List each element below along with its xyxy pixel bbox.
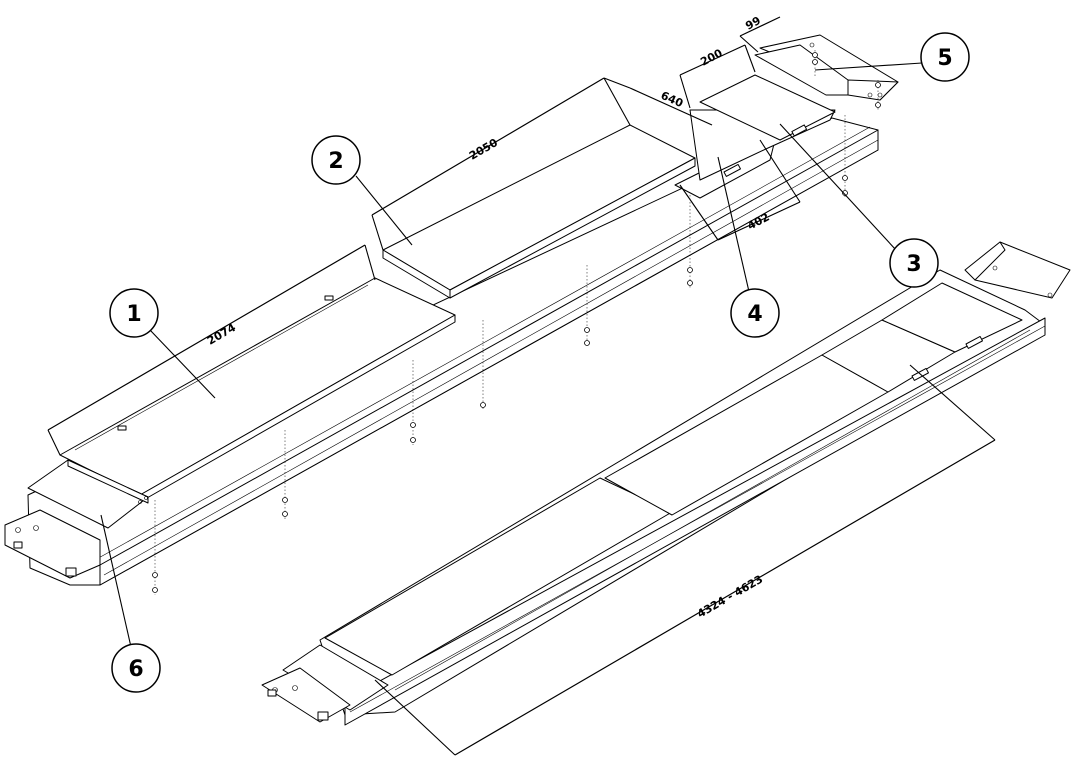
dim-4324-4623: 4324 - 4623 bbox=[695, 573, 765, 621]
svg-text:1: 1 bbox=[126, 302, 141, 327]
callout-4: 4 bbox=[730, 288, 780, 338]
dim-2050: 2050 bbox=[467, 136, 500, 163]
svg-text:4: 4 bbox=[747, 302, 762, 327]
svg-text:3: 3 bbox=[906, 252, 921, 277]
part-5-end-ramp bbox=[754, 34, 899, 101]
svg-text:6: 6 bbox=[128, 657, 143, 682]
dim-200: 200 bbox=[698, 46, 725, 68]
callout-6: 6 bbox=[111, 643, 161, 693]
fastener-set bbox=[152, 50, 881, 595]
callout-leaders bbox=[100, 62, 923, 648]
callout-5: 5 bbox=[920, 32, 970, 82]
dimension-lines bbox=[47, 16, 996, 756]
dim-2074: 2074 bbox=[205, 321, 238, 348]
part-3-end-plate bbox=[699, 74, 836, 141]
dim-99: 99 bbox=[743, 14, 763, 33]
part-6-ramp-plate bbox=[27, 459, 149, 529]
svg-text:2: 2 bbox=[328, 149, 343, 174]
svg-text:5: 5 bbox=[937, 46, 952, 71]
callout-3: 3 bbox=[889, 238, 939, 288]
callout-1: 1 bbox=[109, 288, 159, 338]
lower-runway-assembly bbox=[261, 241, 1071, 726]
part-2-middle-plate bbox=[382, 124, 696, 299]
callout-2: 2 bbox=[311, 135, 361, 185]
upper-runway-rail bbox=[4, 117, 879, 586]
